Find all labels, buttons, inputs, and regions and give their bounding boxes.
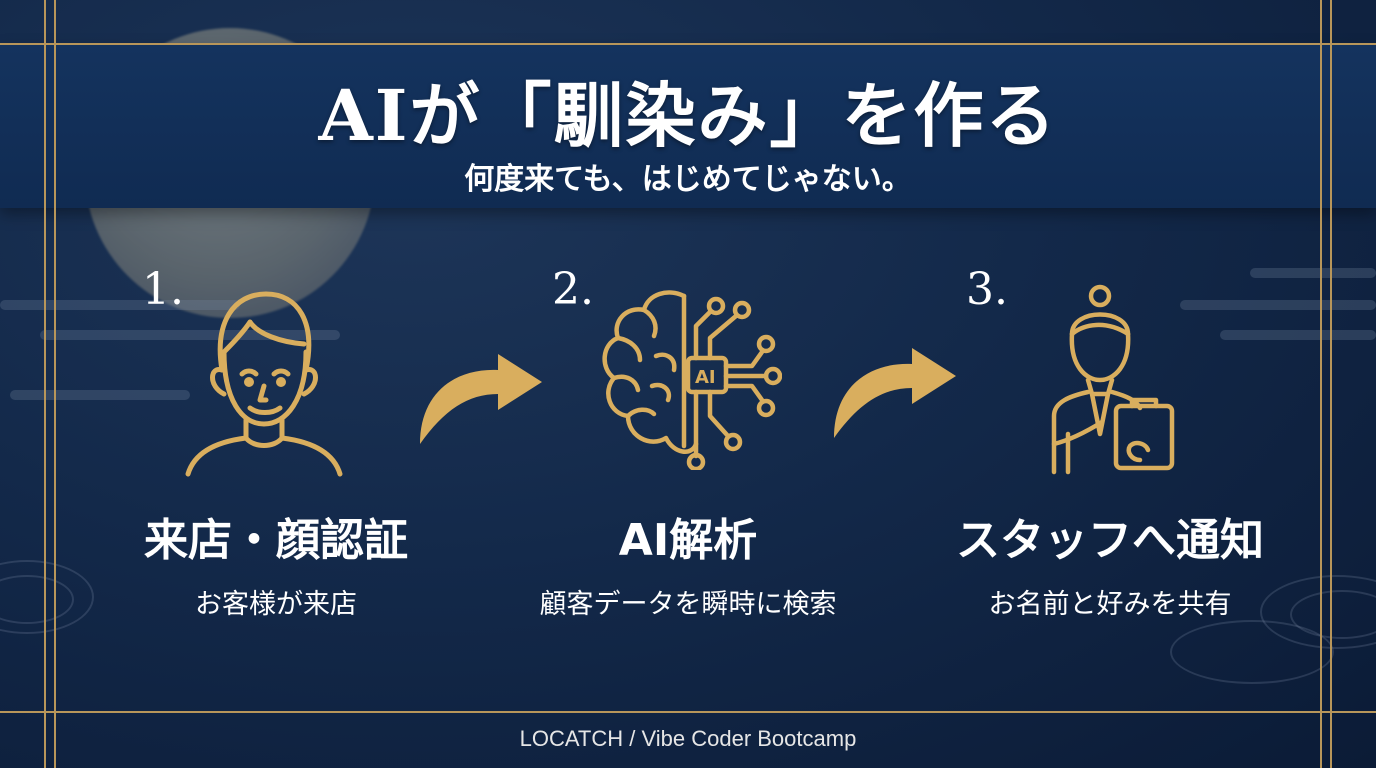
frame-line-right-inner (1320, 0, 1322, 768)
frame-line-top (0, 43, 1376, 45)
arrow-right-icon (830, 346, 960, 446)
ai-brain-circuit-icon: AI (596, 286, 783, 474)
step-3-description: お名前と好みを共有 (988, 589, 1232, 620)
step-2-number: 2. (552, 264, 594, 315)
step-1-title: 来店・顔認証 (144, 515, 408, 566)
svg-text:AI: AI (695, 367, 716, 388)
customer-face-icon (184, 282, 344, 484)
cloud-decoration (40, 330, 340, 340)
step-3-title: スタッフへ通知 (956, 515, 1264, 566)
wave-swirl-decoration (1290, 590, 1376, 639)
step-2-description: 顧客データを瞬時に検索 (539, 589, 837, 620)
wave-swirl-decoration (1170, 620, 1334, 684)
page-subtitle: 何度来ても、はじめてじゃない。 (464, 162, 912, 197)
frame-line-bottom (0, 711, 1376, 713)
footer-credit: LOCATCH / Vibe Coder Bootcamp (519, 726, 857, 751)
cloud-decoration (0, 300, 240, 310)
frame-line-left-outer (44, 0, 46, 768)
page-title: AIが「馴染み」を作る (318, 74, 1058, 157)
staff-clipboard-icon (1040, 284, 1180, 480)
frame-line-left-inner (54, 0, 56, 768)
arrow-right-icon (416, 352, 546, 452)
step-2-title: AI解析 (618, 515, 758, 566)
title-banner (0, 44, 1376, 208)
cloud-decoration (1220, 330, 1376, 340)
step-3-number: 3. (966, 264, 1008, 315)
wave-swirl-decoration (0, 575, 74, 624)
cloud-decoration (1180, 300, 1376, 310)
cloud-decoration (10, 390, 190, 400)
cloud-decoration (1250, 268, 1376, 278)
step-1-description: お客様が来店 (195, 589, 357, 620)
frame-line-right-outer (1330, 0, 1332, 768)
step-1-number: 1. (142, 264, 184, 315)
